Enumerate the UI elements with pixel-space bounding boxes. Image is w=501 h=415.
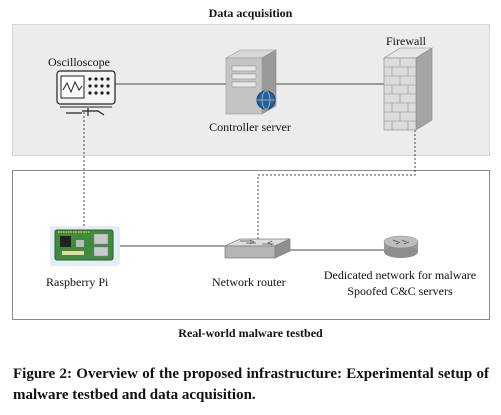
firewall-icon <box>382 47 434 131</box>
controller-server-label: Controller server <box>209 120 291 134</box>
dedicated-network-icon <box>383 235 419 258</box>
firewall-label: Firewall <box>386 34 426 48</box>
malware-testbed-title: Real-world malware testbed <box>178 326 323 340</box>
oscilloscope-label: Oscilloscope <box>48 55 110 69</box>
oscilloscope-icon <box>56 70 116 116</box>
raspberry-pi-label: Raspberry Pi <box>46 275 109 289</box>
spoofed-servers-label: Spoofed C&C servers <box>347 284 453 298</box>
link-firewall-router <box>257 118 416 246</box>
figure-caption: Figure 2: Overview of the proposed infra… <box>13 366 489 403</box>
data-acquisition-title: Data acquisition <box>208 6 293 20</box>
dedicated-network-label: Dedicated network for malware <box>323 268 477 282</box>
raspberry-pi-icon <box>50 226 120 266</box>
network-router-label: Network router <box>212 275 286 289</box>
network-router-icon <box>224 238 291 259</box>
controller-server-icon <box>224 49 278 115</box>
